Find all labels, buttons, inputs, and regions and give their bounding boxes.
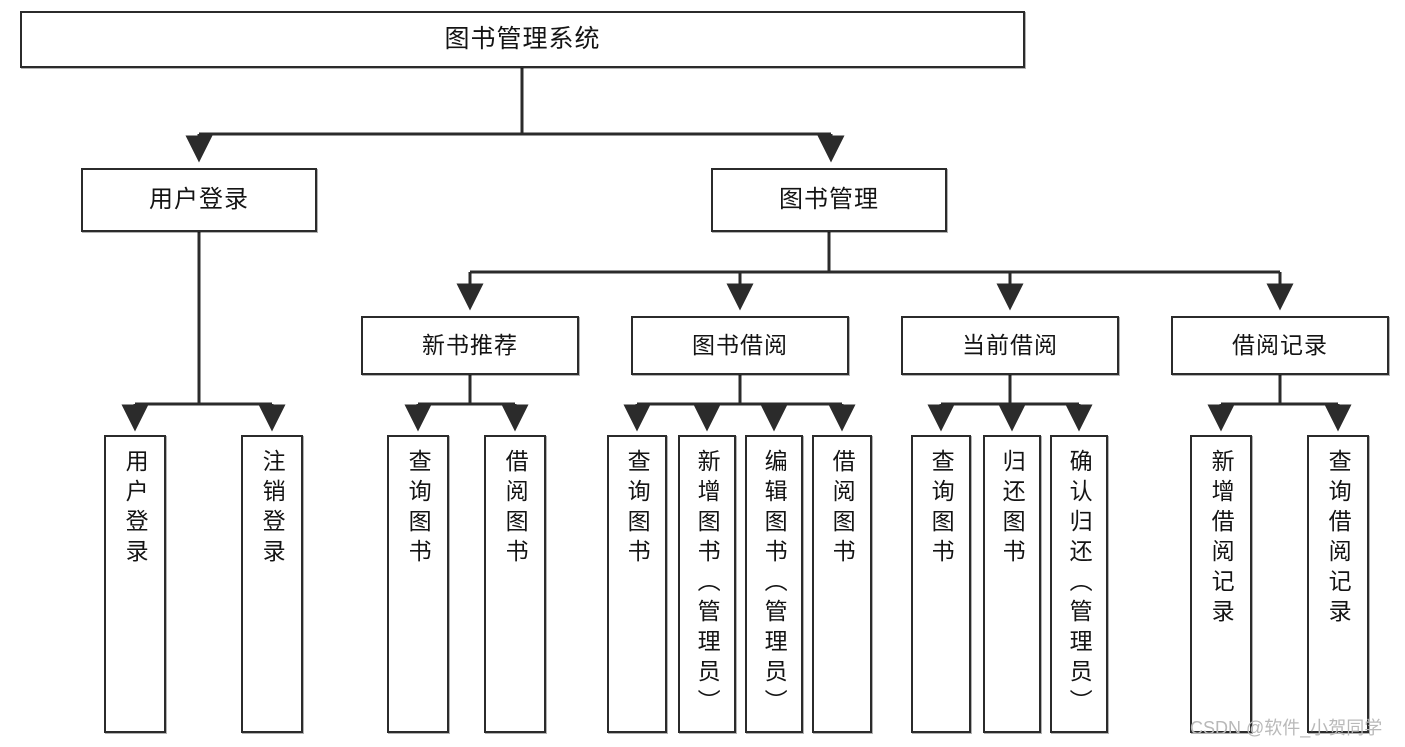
node-current-borrow[interactable]: 当前借阅: [901, 316, 1119, 375]
leaf-label: 用户登录: [122, 449, 149, 569]
leaf-label: 查询图书: [624, 449, 651, 569]
node-borrow-record[interactable]: 借阅记录: [1171, 316, 1389, 375]
leaf-edit-book-admin[interactable]: 编辑图书（管理员）: [745, 435, 803, 733]
leaf-label: 借阅图书: [502, 449, 529, 569]
leaf-return-book[interactable]: 归还图书: [983, 435, 1041, 733]
leaf-label: 借阅图书: [829, 449, 856, 569]
node-new-book-recommend-label: 新书推荐: [422, 332, 518, 359]
leaf-user-login[interactable]: 用户登录: [104, 435, 166, 733]
leaf-add-borrow-record[interactable]: 新增借阅记录: [1190, 435, 1252, 733]
leaf-label: 查询图书: [928, 449, 955, 569]
leaf-label: 编辑图书（管理员）: [761, 449, 788, 719]
leaf-label: 查询图书: [405, 449, 432, 569]
leaf-confirm-return-admin[interactable]: 确认归还（管理员）: [1050, 435, 1108, 733]
node-root-label: 图书管理系统: [444, 25, 601, 54]
leaf-label: 新增图书（管理员）: [694, 449, 721, 719]
node-book-borrow[interactable]: 图书借阅: [631, 316, 849, 375]
node-current-borrow-label: 当前借阅: [962, 332, 1058, 359]
leaf-add-book-admin[interactable]: 新增图书（管理员）: [678, 435, 736, 733]
leaf-borrow-book[interactable]: 借阅图书: [812, 435, 872, 733]
leaf-label: 归还图书: [999, 449, 1026, 569]
leaf-query-borrow-record[interactable]: 查询借阅记录: [1307, 435, 1369, 733]
leaf-query-book-recommend[interactable]: 查询图书: [387, 435, 449, 733]
node-book-borrow-label: 图书借阅: [692, 332, 788, 359]
node-user-login[interactable]: 用户登录: [81, 168, 317, 232]
csdn-watermark: CSDN @软件_小贺同学: [1190, 718, 1383, 738]
leaf-query-book-borrow[interactable]: 查询图书: [607, 435, 667, 733]
node-new-book-recommend[interactable]: 新书推荐: [361, 316, 579, 375]
leaf-label: 确认归还（管理员）: [1066, 449, 1093, 719]
leaf-query-book-current[interactable]: 查询图书: [911, 435, 971, 733]
node-root[interactable]: 图书管理系统: [20, 11, 1025, 68]
node-user-login-label: 用户登录: [149, 186, 249, 214]
leaf-logout[interactable]: 注销登录: [241, 435, 303, 733]
node-book-management-label: 图书管理: [779, 186, 879, 214]
leaf-borrow-book-recommend[interactable]: 借阅图书: [484, 435, 546, 733]
node-borrow-record-label: 借阅记录: [1232, 332, 1328, 359]
node-book-management[interactable]: 图书管理: [711, 168, 947, 232]
leaf-label: 新增借阅记录: [1208, 449, 1235, 629]
leaf-label: 查询借阅记录: [1325, 449, 1352, 629]
leaf-label: 注销登录: [259, 449, 286, 569]
